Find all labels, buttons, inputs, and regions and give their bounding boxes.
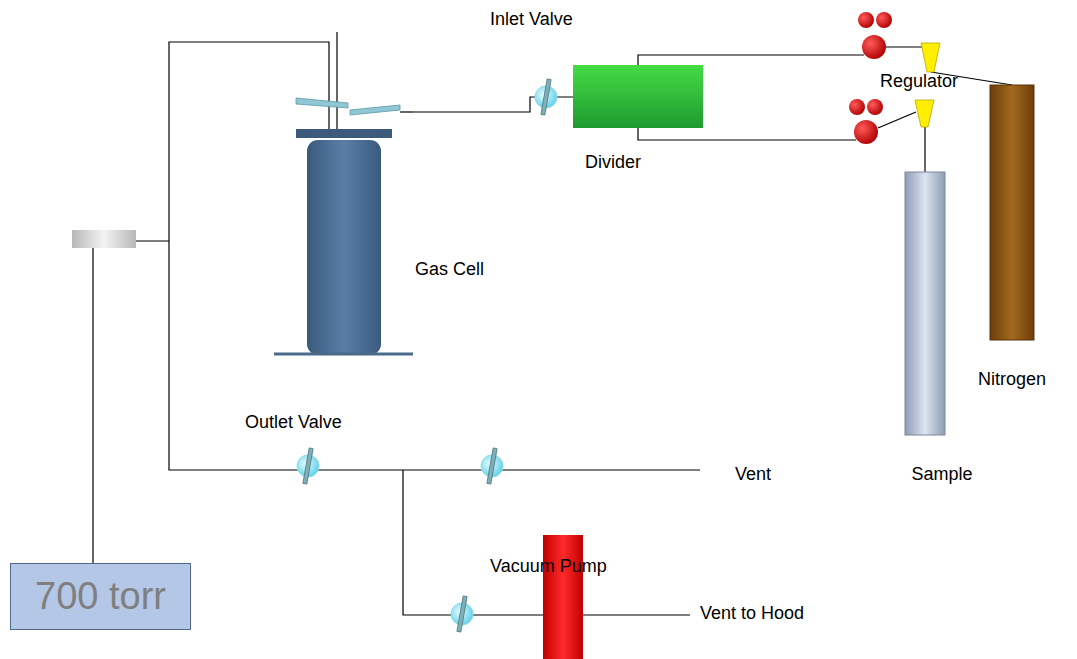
valve-label: Outlet Valve (245, 412, 342, 434)
pipe-connector (638, 128, 856, 140)
regulator-label: Regulator (880, 71, 958, 93)
pump-label: Vacuum Pump (490, 556, 607, 578)
pressure-sensor (72, 230, 136, 248)
vent-label: Vent to Hood (700, 603, 804, 625)
node-label: Sample (911, 464, 972, 486)
sample-cylinder: Sample (856, 95, 950, 435)
nitrogen-cylinder: Nitrogen (864, 10, 1040, 340)
vacuum-pump-body (543, 535, 583, 659)
valve-label: Inlet Valve (490, 9, 573, 31)
node-label: 700 torr (35, 574, 166, 620)
node-label: Divider (585, 152, 641, 174)
pressure-display: 700 torr (10, 563, 191, 630)
pipe-connector (638, 55, 864, 65)
vent-label: Vent (735, 464, 771, 486)
gas-cell: Gas Cell (274, 30, 413, 356)
valve-symbols (297, 79, 557, 632)
pipe (93, 32, 1012, 615)
node-label: Nitrogen (978, 369, 1046, 391)
gas-cell-body (274, 98, 413, 355)
node-label: Gas Cell (415, 259, 484, 281)
divider-box: Divider (573, 65, 703, 128)
